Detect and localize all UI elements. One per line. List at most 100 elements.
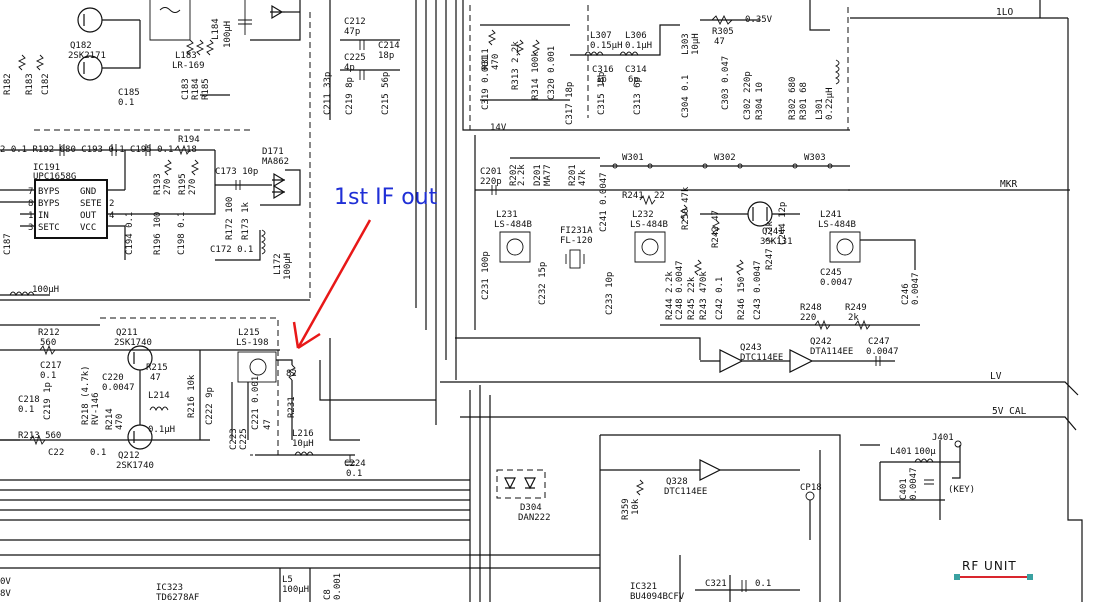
- net-label-lv: LV: [990, 371, 1002, 382]
- svg-text:0.0047: 0.0047: [820, 278, 853, 288]
- svg-text:C304 0.1: C304 0.1: [681, 75, 691, 118]
- l214-ref: L214: [148, 391, 170, 401]
- svg-text:C22: C22: [48, 448, 64, 458]
- svg-text:C217: C217: [40, 361, 62, 371]
- l231-ref: L231: [496, 210, 518, 220]
- ic191-pin-l0: BYPS: [38, 187, 60, 197]
- ic191-pin-r1: SETE: [80, 199, 102, 209]
- ic321-ref: IC321: [630, 582, 657, 592]
- svg-text:0.001: 0.001: [333, 573, 343, 600]
- q328-part: DTC114EE: [664, 487, 707, 497]
- rf-unit-label-group: RF UNIT: [954, 559, 1033, 580]
- l301-value: 0.22µH: [825, 87, 835, 120]
- ic191-pin-l3: SETC: [38, 223, 60, 233]
- svg-text:R246 150: R246 150: [737, 277, 747, 320]
- d171-stage: D171 MA862 C173 10p R172 100 R173 1k L17…: [210, 147, 301, 280]
- svg-text:C243 0.0047: C243 0.0047: [753, 260, 763, 320]
- ic191-ref: IC191: [33, 163, 60, 173]
- svg-text:R184: R184: [191, 78, 201, 100]
- svg-text:2.2k: 2.2k: [517, 164, 527, 186]
- l232-ref: L232: [632, 210, 654, 220]
- annotation-arrowhead: [292, 321, 321, 350]
- svg-text:C219 8p: C219 8p: [345, 77, 355, 115]
- ic323-ref: IC323: [156, 583, 183, 593]
- l183-part: LR-169: [172, 61, 205, 71]
- svg-text:0.0047: 0.0047: [909, 467, 919, 500]
- svg-text:R244 2.2k: R244 2.2k: [665, 271, 675, 320]
- svg-text:C219 1p: C219 1p: [43, 382, 53, 420]
- l307-ref: L307: [590, 31, 612, 41]
- q182-stage: Q182 2SK2171 L183 LR-169 C185 0.1 L184 1…: [3, 0, 300, 108]
- svg-text:C182: C182: [41, 73, 51, 95]
- svg-text:W301: W301: [622, 153, 644, 163]
- j401-key-label: (KEY): [948, 485, 975, 495]
- svg-text:8: 8: [28, 199, 33, 209]
- svg-text:C220: C220: [102, 373, 124, 383]
- rf-unit-underline-end-right: [1027, 574, 1033, 580]
- svg-text:22: 22: [654, 191, 665, 201]
- svg-text:R216 10k: R216 10k: [187, 374, 197, 418]
- svg-text:C233 10p: C233 10p: [605, 272, 615, 315]
- svg-text:R213 560: R213 560: [18, 431, 61, 441]
- net-label-5v-cal: 5V CAL: [992, 406, 1027, 417]
- svg-text:100µH: 100µH: [32, 285, 59, 295]
- svg-text:C242 0.1: C242 0.1: [715, 277, 725, 320]
- svg-text:C224: C224: [344, 459, 366, 469]
- q243-ref: Q243: [740, 343, 762, 353]
- d304-ref: D304: [520, 503, 542, 513]
- q241-ref: Q241: [762, 227, 784, 237]
- svg-text:8V: 8V: [0, 589, 11, 599]
- svg-text:47: 47: [714, 37, 725, 47]
- svg-text:C317 18p: C317 18p: [565, 82, 575, 125]
- l303-ref: L303: [681, 33, 691, 55]
- l172-ref: L172: [273, 253, 283, 275]
- q328-ref: Q328: [666, 477, 688, 487]
- svg-text:7: 7: [28, 187, 33, 197]
- svg-text:R195: R195: [178, 173, 188, 195]
- svg-text:R215: R215: [146, 363, 168, 373]
- svg-text:1p: 1p: [596, 75, 607, 85]
- annotation-group: 1st IF out: [292, 185, 438, 350]
- svg-text:R304 10: R304 10: [755, 82, 765, 120]
- svg-text:2: 2: [109, 199, 114, 209]
- c185-label: C185: [118, 88, 140, 98]
- svg-text:W303: W303: [804, 153, 826, 163]
- svg-text:C8: C8: [323, 589, 333, 600]
- svg-text:R314 100k: R314 100k: [531, 51, 541, 100]
- ic323-part: TD6278AF: [156, 593, 199, 602]
- q243-part: DTC114EE: [740, 353, 783, 363]
- q182-part: 2SK2171: [68, 51, 106, 61]
- svg-text:R194: R194: [178, 135, 200, 145]
- annotation-1st-if-out: 1st IF out: [334, 185, 438, 210]
- d171-ref: D171: [262, 147, 284, 157]
- svg-text:C245: C245: [820, 268, 842, 278]
- net-label-1lo: 1LO: [996, 7, 1013, 18]
- ic191-pin-l2: IN: [38, 211, 49, 221]
- l231-part: LS-484B: [494, 220, 532, 230]
- l183-ref: L183: [175, 51, 197, 61]
- svg-text:R311: R311: [481, 48, 491, 70]
- svg-text:RV-146: RV-146: [91, 392, 101, 425]
- svg-text:4p: 4p: [344, 63, 355, 73]
- q242-ref: Q242: [810, 337, 832, 347]
- ic191-part: UPC1658G: [33, 172, 76, 182]
- svg-text:C222 9p: C222 9p: [205, 387, 215, 425]
- rf-unit-underline-end-left: [954, 574, 960, 580]
- l5-ref: L5: [282, 575, 293, 585]
- ic191-pin-l1: BYPS: [38, 199, 60, 209]
- l303-value: 10µH: [691, 33, 701, 55]
- q182-ref: Q182: [70, 41, 92, 51]
- svg-text:C248 0.0047: C248 0.0047: [675, 260, 685, 320]
- net-14v: 14V: [490, 123, 507, 133]
- svg-text:C201: C201: [480, 167, 502, 177]
- svg-text:R185: R185: [201, 78, 211, 100]
- d171-part: MA862: [262, 157, 289, 167]
- l5-value: 100µH: [282, 585, 309, 595]
- svg-text:R305: R305: [712, 27, 734, 37]
- svg-text:R173 1k: R173 1k: [241, 201, 251, 240]
- svg-text:470: 470: [491, 54, 501, 70]
- rf-unit-label: RF UNIT: [962, 559, 1017, 573]
- svg-text:C320 0.001: C320 0.001: [547, 46, 557, 100]
- l184-ref: L184: [211, 18, 221, 40]
